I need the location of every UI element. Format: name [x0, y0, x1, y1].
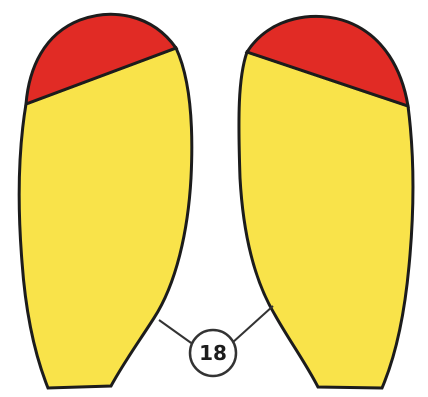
callout-line-right — [232, 306, 273, 343]
right-piece-body — [239, 52, 413, 388]
left-piece — [19, 14, 192, 388]
right-piece — [239, 16, 413, 388]
left-piece-body — [19, 48, 192, 388]
callout-label: 18 — [199, 341, 227, 365]
callout-line-left — [159, 320, 194, 345]
